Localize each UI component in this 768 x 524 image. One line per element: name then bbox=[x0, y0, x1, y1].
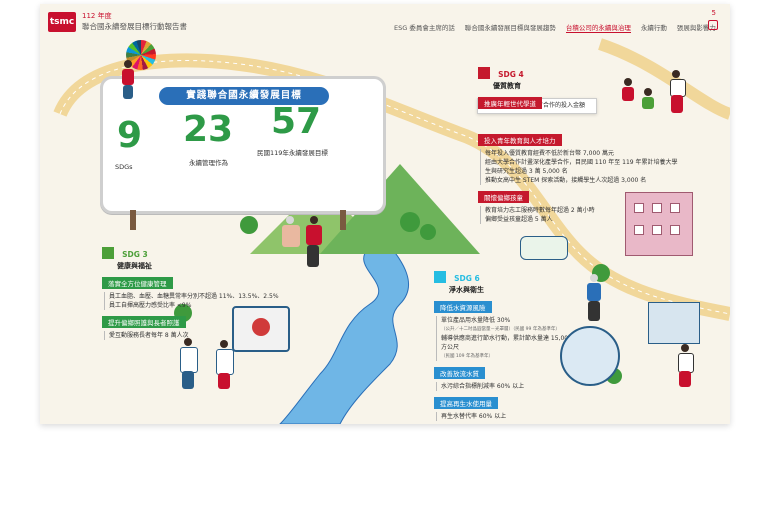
billboard-post-right bbox=[340, 210, 346, 230]
nav-item-sdg-trends[interactable]: 聯合國永續發展目標與發展趨勢 bbox=[464, 24, 556, 32]
stat-management-label: 永續管理作為 bbox=[189, 159, 228, 167]
sdg-billboard: 實踐聯合國永續發展目標 9 SDGs 23 永續管理作為 57 民國119年永續… bbox=[100, 76, 386, 214]
sdg3-elderly-list: 愛互動服務長者每年 8 萬人次 bbox=[104, 331, 259, 340]
nav-item-impact[interactable]: 張展與影響力 bbox=[676, 24, 716, 32]
sdg3-heading: SDG 3 bbox=[102, 242, 342, 261]
sdg6-badge-icon bbox=[434, 270, 446, 283]
sdg4-name: 優質教育 bbox=[493, 82, 521, 90]
report-header: tsmc 112 年度 聯合國永續發展目標行動報告書 ESG 委員會主席的話 聯… bbox=[40, 4, 730, 40]
report-year: 112 年度 bbox=[82, 12, 112, 20]
sdg6-pill-reclaimed: 提高再生水使用量 bbox=[434, 397, 498, 409]
children-illustration bbox=[620, 70, 690, 120]
sdg4-rural-list: 教育培力志工服務時數每年超過 2 萬小時 偏鄉受益孩童超過 5 萬人 bbox=[480, 206, 635, 224]
stat-management-value: 23 bbox=[183, 109, 234, 150]
list-item: 輔導供應商進行節水行動，累計節水量達 15,000 萬立方公尺 bbox=[441, 335, 586, 351]
billboard-title: 實踐聯合國永續發展目標 bbox=[159, 87, 329, 105]
sdg3-section: SDG 3 健康與福祉 落實全方位健康管理 員工血脂、血壓、血糖異常率分別不超過… bbox=[102, 242, 342, 340]
sdg3-pill-elderly: 提升偏鄉照護與長者照護 bbox=[102, 316, 186, 328]
tsmc-logo[interactable]: tsmc bbox=[48, 12, 76, 32]
nav-item-sustainability-governance[interactable]: 台積公司的永續與治理 bbox=[565, 24, 631, 33]
list-item-note: （民國 109 年為基準年） bbox=[441, 354, 493, 359]
list-item: 偏鄉受益孩童超過 5 萬人 bbox=[485, 216, 553, 223]
list-item: 每年投入優質教育經費不低於新台幣 7,000 萬元 bbox=[485, 150, 614, 157]
sdg3-badge-icon bbox=[102, 246, 114, 259]
stat-sdgs-value: 9 bbox=[117, 115, 143, 156]
list-item: 推動女高中生 STEM 探索活動，接觸學生人次超過 3,000 名 bbox=[485, 177, 647, 184]
sdg4-heading: SDG 4 bbox=[478, 62, 728, 81]
bus-illustration bbox=[520, 236, 568, 260]
tree bbox=[420, 224, 436, 240]
billboard-post-left bbox=[130, 210, 136, 230]
sdg4-education-list: 每年投入優質教育經費不低於新台幣 7,000 萬元 經由大學合作計畫深化產學合作… bbox=[480, 149, 680, 185]
list-item: 員工自揮高壓力感受比率 <9% bbox=[109, 302, 192, 309]
list-item: 水污綜合指標削減率 60% 以上 bbox=[441, 383, 525, 390]
sdg4-badge-icon bbox=[478, 66, 490, 79]
tree bbox=[400, 212, 420, 232]
sdg6-section: SDG 6 淨水與衛生 降低水資源風險 單位產品用水量降低 30% （公升／十二… bbox=[434, 266, 604, 421]
nav-item-chair-message[interactable]: ESG 委員會主席的話 bbox=[394, 24, 455, 32]
list-item-note: （公升／十二吋晶圓當量－光罩層）（民國 99 年為基準年） bbox=[441, 327, 560, 332]
sdg6-risk-list: 單位產品用水量降低 30% （公升／十二吋晶圓當量－光罩層）（民國 99 年為基… bbox=[436, 316, 591, 361]
sdg3-code: SDG 3 bbox=[122, 250, 148, 259]
sdg6-pill-discharge: 改善放流水質 bbox=[434, 367, 485, 379]
list-item: 員工血脂、血壓、血糖異常率分別不超過 11%、13.5%、2.5% bbox=[109, 293, 279, 300]
school-building-illustration bbox=[625, 192, 693, 256]
medical-staff-illustration bbox=[180, 338, 240, 394]
list-item: 再生水替代率 60% 以上 bbox=[441, 413, 507, 420]
list-item: 單位產品用水量降低 30% bbox=[441, 317, 511, 324]
sdg4-pill-education: 投入青年教育與人才培力 bbox=[478, 134, 562, 146]
sdg6-code: SDG 6 bbox=[454, 274, 480, 283]
sdg4-pill-rural: 關懷偏鄉孩童 bbox=[478, 191, 529, 203]
sdg6-pill-risk: 降低水資源風險 bbox=[434, 301, 492, 313]
nav-item-actions[interactable]: 永續行動 bbox=[640, 24, 667, 32]
list-item: 經由大學合作計畫深化產學合作，目民國 110 年至 119 年累計培養大學生與研… bbox=[485, 159, 678, 175]
top-nav: ESG 委員會主席的話 聯合國永續發展目標與發展趨勢 台積公司的永續與治理 永續… bbox=[394, 22, 716, 33]
report-page: tsmc 112 年度 聯合國永續發展目標行動報告書 ESG 委員會主席的話 聯… bbox=[40, 4, 730, 424]
worker-illustration bbox=[676, 344, 696, 390]
engineer-illustration bbox=[584, 274, 606, 324]
sdg3-pill-health: 落實全方位健康管理 bbox=[102, 277, 173, 289]
stat-sdgs-label: SDGs bbox=[115, 163, 133, 171]
person-with-flag-illustration bbox=[118, 60, 138, 100]
list-item: 愛互動服務長者每年 8 萬人次 bbox=[109, 332, 189, 339]
sdg6-name: 淨水與衛生 bbox=[449, 286, 484, 294]
sdg3-health-list: 員工血脂、血壓、血糖異常率分別不超過 11%、13.5%、2.5% 員工自揮高壓… bbox=[104, 292, 309, 310]
river-illustration bbox=[279, 243, 410, 424]
sdg6-reclaimed-list: 再生水替代率 60% 以上 bbox=[436, 412, 591, 421]
sdg4-section: SDG 4 優質教育 推廣年輕世代學道 投入青年教育與人才培力 每年投入優質教育… bbox=[478, 62, 728, 224]
page-number: 5 bbox=[711, 9, 716, 17]
sdg4-code: SDG 4 bbox=[498, 70, 524, 79]
first-aid-kit-illustration bbox=[232, 306, 290, 352]
sdg6-discharge-list: 水污綜合指標削減率 60% 以上 bbox=[436, 382, 591, 391]
elderly-couple-illustration bbox=[280, 216, 326, 272]
sdg4-pill-youth: 推廣年輕世代學道 bbox=[478, 97, 542, 109]
water-tank-illustration bbox=[648, 302, 700, 344]
sdg6-heading: SDG 6 bbox=[434, 266, 604, 285]
report-title: 聯合國永續發展目標行動報告書 bbox=[82, 22, 187, 31]
list-item: 教育培力志工服務時數每年超過 2 萬小時 bbox=[485, 207, 595, 214]
stat-goals-label: 民國119年永續發展目標 bbox=[257, 149, 328, 157]
stat-goals-value: 57 bbox=[271, 101, 322, 142]
page-icon[interactable] bbox=[708, 20, 718, 30]
water-treatment-illustration bbox=[560, 326, 620, 386]
tree bbox=[240, 216, 258, 234]
sdg3-name: 健康與福祉 bbox=[117, 262, 152, 270]
